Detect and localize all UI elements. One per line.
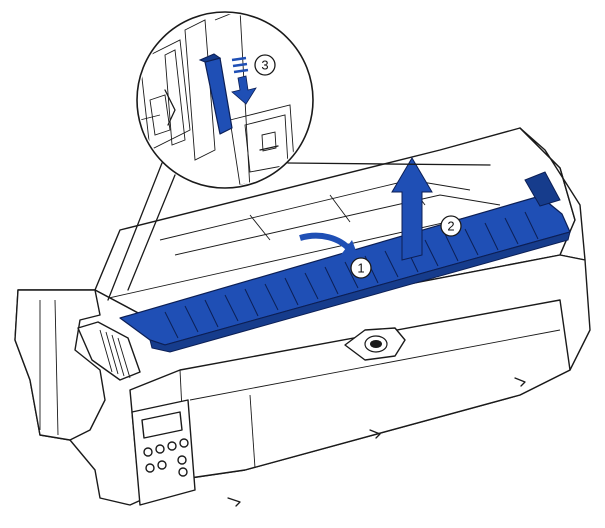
- printer-illustration: [14, 127, 591, 507]
- step-marker-1: 1: [350, 257, 372, 279]
- svg-text:1: 1: [357, 261, 364, 276]
- panel-button-icon: [178, 467, 188, 477]
- panel-button-icon: [145, 463, 155, 473]
- panel-button-icon: [157, 460, 167, 470]
- center-button: [344, 327, 406, 361]
- svg-text:2: 2: [447, 219, 454, 234]
- panel-button-icon: [179, 438, 189, 448]
- push-down-arrow: [231, 75, 257, 105]
- platen-knob: [77, 321, 141, 381]
- tilt-arrow: [299, 232, 358, 256]
- step-marker-2: 2: [440, 215, 462, 237]
- panel-button-icon: [143, 447, 153, 457]
- svg-text:3: 3: [261, 58, 268, 73]
- control-panel: [131, 399, 196, 506]
- panel-button-icon: [177, 455, 187, 465]
- lift-arrow: [391, 157, 433, 261]
- panel-button-icon: [167, 441, 177, 451]
- step-marker-3: 3: [254, 54, 276, 76]
- panel-button-icon: [155, 444, 165, 454]
